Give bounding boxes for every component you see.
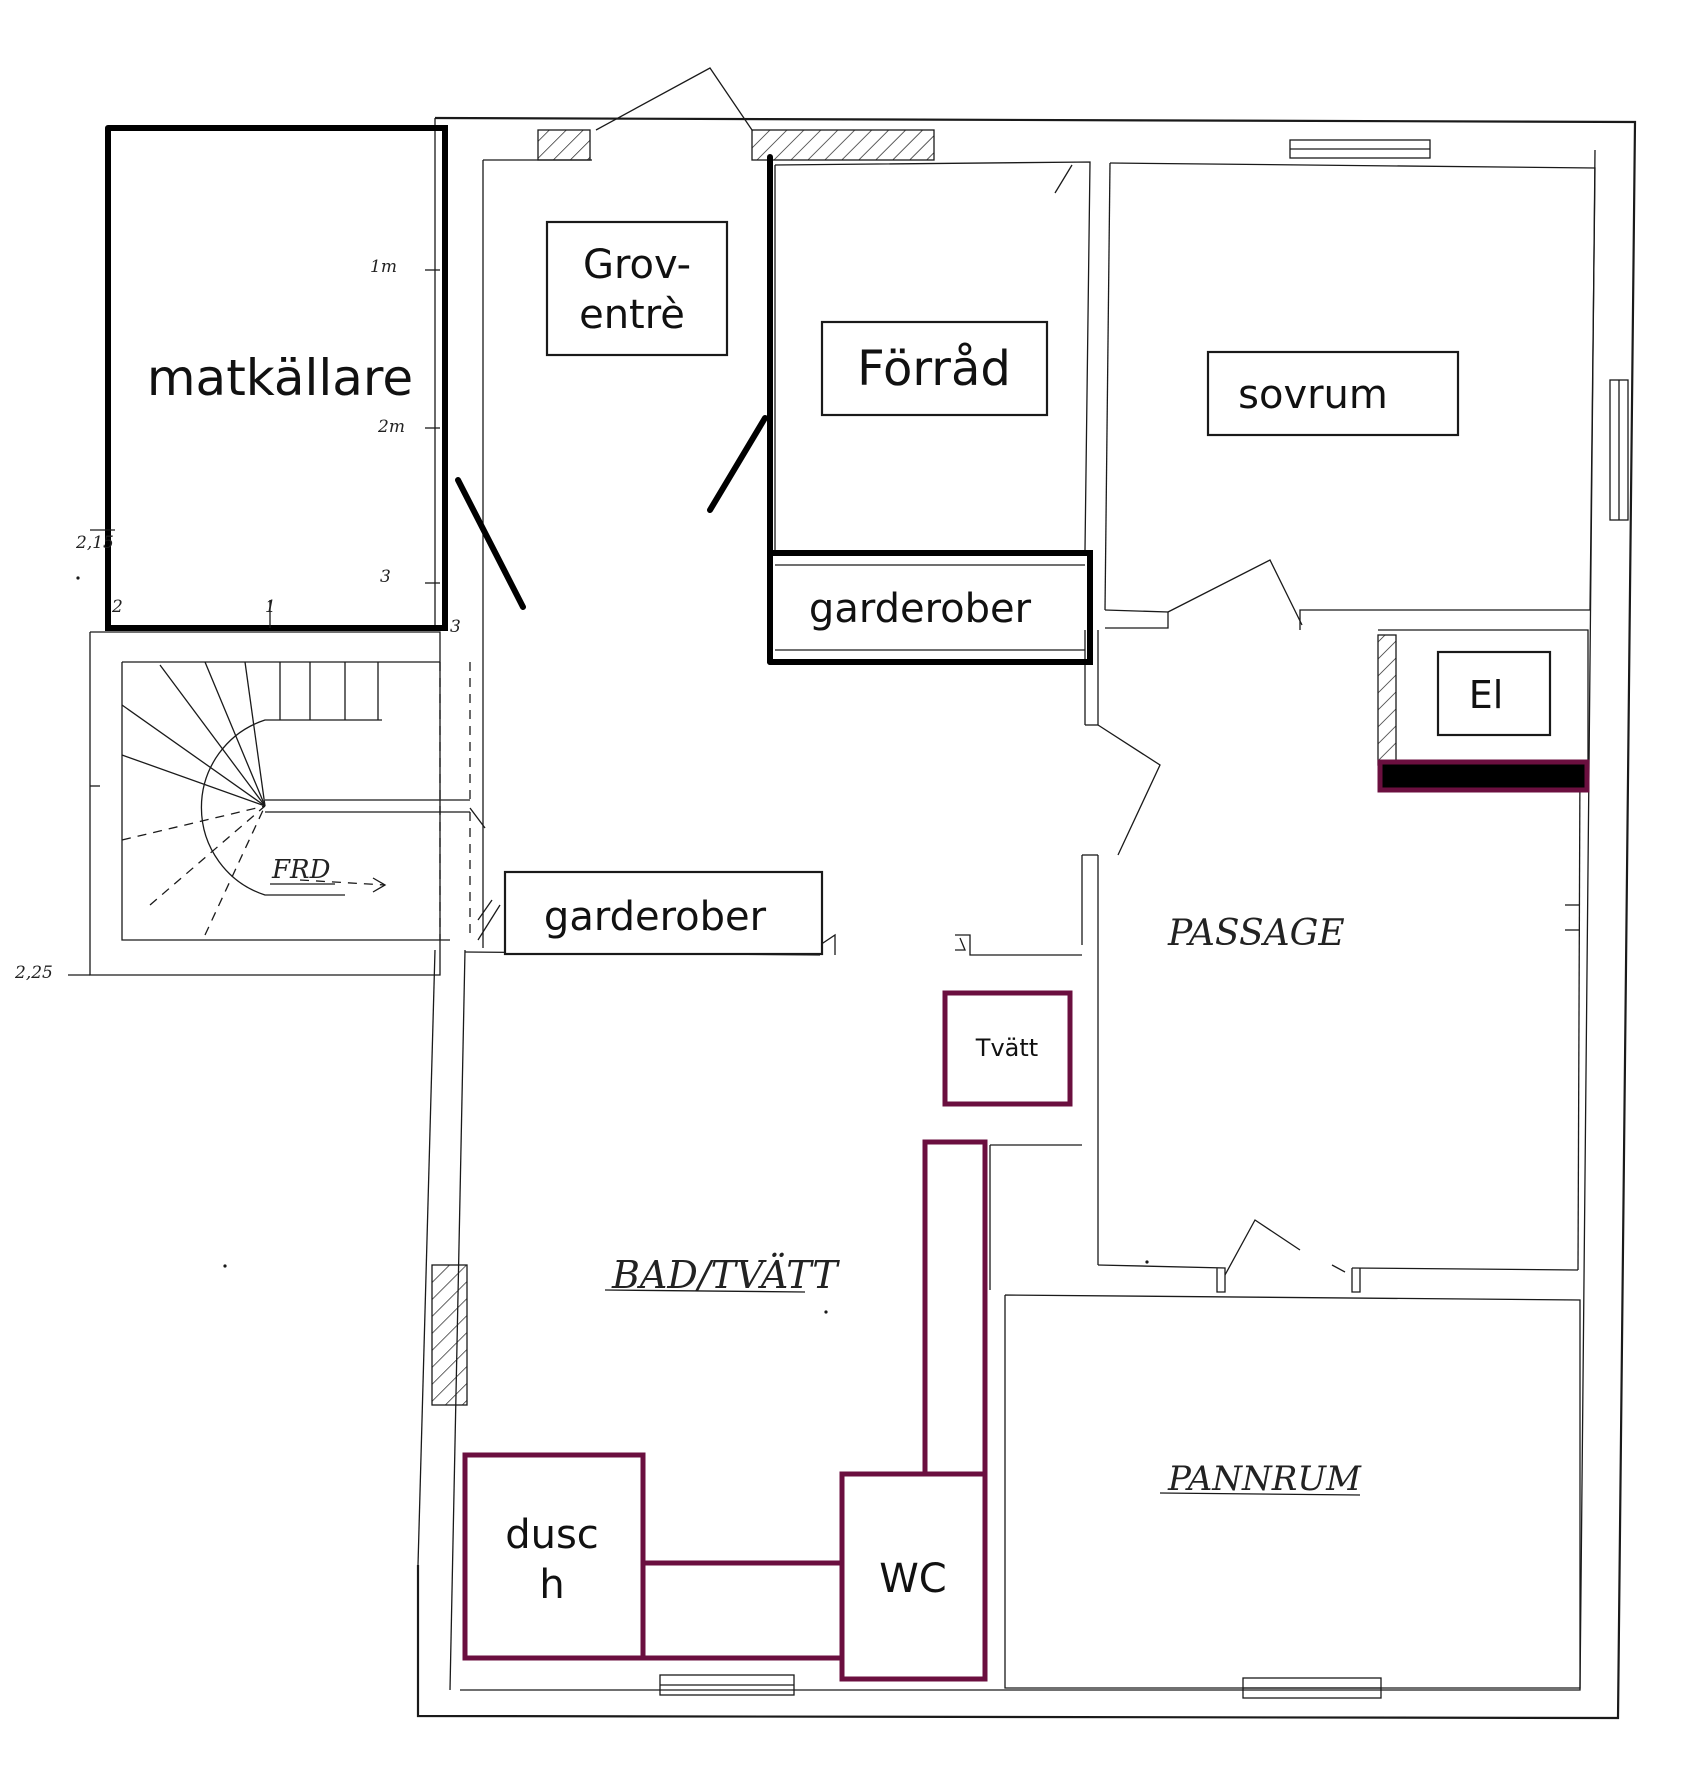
label-dusch-2: h	[539, 1562, 564, 1608]
label-sovrum: sovrum	[1238, 372, 1388, 418]
dim-215: 2,15	[75, 533, 114, 553]
label-passage: PASSAGE	[1167, 913, 1345, 954]
tvatt-box	[942, 990, 1073, 1107]
label-el: El	[1469, 673, 1504, 717]
label-bad-tvatt: BAD/TVÄTT	[611, 1253, 840, 1297]
el-panel	[1377, 759, 1590, 793]
label-pannrum: PANNRUM	[1167, 1459, 1362, 1499]
stray-marks	[76, 576, 1149, 1314]
interior-walls	[68, 159, 1596, 1689]
bold-walls	[105, 125, 1093, 665]
handwritten-labels: PASSAGE BAD/TVÄTT PANNRUM	[604, 913, 1362, 1499]
shaft-box	[922, 1139, 988, 1477]
label-tvatt: Tvätt	[975, 1034, 1038, 1062]
top-windows	[431, 129, 1629, 1699]
room-labels: Grov- entrè Förråd sovrum matkällare gar…	[147, 220, 1552, 1608]
staircase: FRD	[121, 661, 486, 940]
tick-1: 1	[265, 597, 276, 617]
dusch-box	[462, 1452, 646, 1661]
dimension-marks: 1m 2m 3 2,15 2,25 1 2 3	[14, 257, 461, 983]
wc-box	[839, 1471, 988, 1682]
stair-label: FRD	[271, 855, 331, 885]
label-wc: WC	[879, 1556, 946, 1602]
dim-1m: 1m	[370, 257, 397, 277]
label-dusch-1: dusc	[505, 1512, 599, 1558]
accent-fixtures	[462, 759, 1590, 1682]
dim-3: 3	[380, 567, 391, 587]
label-garderober-mid: garderober	[544, 894, 767, 940]
label-grov-2: entrè	[579, 292, 685, 338]
dim-225: 2,25	[14, 963, 53, 983]
label-matkallare: matkällare	[147, 349, 413, 407]
tick-2: 2	[111, 597, 123, 617]
dim-2m: 2m	[377, 417, 405, 437]
tick-3: 3	[450, 617, 461, 637]
label-grov-1: Grov-	[583, 242, 691, 288]
label-forrad: Förråd	[857, 341, 1011, 397]
label-garderober-top: garderober	[809, 586, 1032, 632]
entrance-door	[595, 67, 753, 131]
